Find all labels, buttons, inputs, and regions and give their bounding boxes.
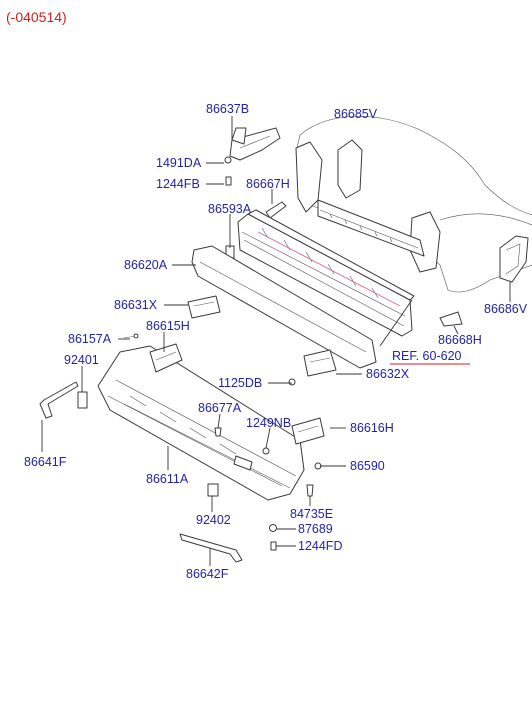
label-86157A[interactable]: 86157A bbox=[68, 332, 112, 346]
label-92401[interactable]: 92401 bbox=[64, 353, 99, 367]
label-86668H[interactable]: 86668H bbox=[438, 333, 482, 347]
label-86611A[interactable]: 86611A bbox=[146, 472, 189, 486]
label-1249NB[interactable]: 1249NB bbox=[246, 416, 291, 430]
label-86667H[interactable]: 86667H bbox=[246, 177, 290, 191]
label-86641F[interactable]: 86641F bbox=[24, 455, 67, 469]
label-92402[interactable]: 92402 bbox=[196, 513, 231, 527]
bracket-86637B bbox=[229, 127, 281, 161]
label-86677A[interactable]: 86677A bbox=[198, 401, 242, 415]
bracket-86616H bbox=[291, 417, 325, 445]
label-86590[interactable]: 86590 bbox=[350, 459, 385, 473]
moulding-86642F bbox=[179, 533, 243, 563]
part-labels: 86637B 86685V 1491DA 1244FB 86667H 86593… bbox=[24, 102, 528, 581]
bumper-cover-86611A bbox=[97, 345, 305, 501]
label-86642F[interactable]: 86642F bbox=[186, 567, 229, 581]
label-1244FB[interactable]: 1244FB bbox=[156, 177, 200, 191]
label-86686V[interactable]: 86686V bbox=[484, 302, 528, 316]
rear-beam-86593A bbox=[225, 209, 415, 337]
leader-lines bbox=[41, 116, 511, 566]
label-86616H[interactable]: 86616H bbox=[350, 421, 394, 435]
clip-86667H bbox=[265, 201, 287, 219]
fasteners bbox=[207, 156, 322, 551]
label-86615H[interactable]: 86615H bbox=[146, 319, 190, 333]
moulding-86641F bbox=[39, 381, 79, 419]
part-86668H bbox=[439, 311, 463, 327]
label-ref-60-620[interactable]: REF. 60-620 bbox=[392, 349, 462, 363]
label-86685V[interactable]: 86685V bbox=[334, 107, 378, 121]
vehicle-body-outline bbox=[295, 116, 532, 293]
label-1125DB[interactable]: 1125DB bbox=[218, 376, 262, 390]
label-86637B[interactable]: 86637B bbox=[206, 102, 249, 116]
label-1491DA[interactable]: 1491DA bbox=[156, 156, 202, 170]
label-84735E[interactable]: 84735E bbox=[290, 507, 333, 521]
label-86632X[interactable]: 86632X bbox=[366, 367, 410, 381]
side-panel-86686V bbox=[499, 235, 529, 283]
diagram-code: (-040514) bbox=[6, 9, 67, 25]
bracket-86631X bbox=[187, 295, 221, 319]
label-86593A[interactable]: 86593A bbox=[208, 202, 252, 216]
bracket-86615H bbox=[149, 343, 183, 373]
reflector-92401 bbox=[77, 391, 88, 409]
bracket-86632X bbox=[288, 349, 337, 386]
label-87689[interactable]: 87689 bbox=[298, 522, 333, 536]
screw-86157A bbox=[123, 333, 139, 339]
absorber-86620A bbox=[191, 245, 377, 369]
label-86631X[interactable]: 86631X bbox=[114, 298, 158, 312]
label-86620A[interactable]: 86620A bbox=[124, 258, 168, 272]
label-1244FD[interactable]: 1244FD bbox=[298, 539, 342, 553]
